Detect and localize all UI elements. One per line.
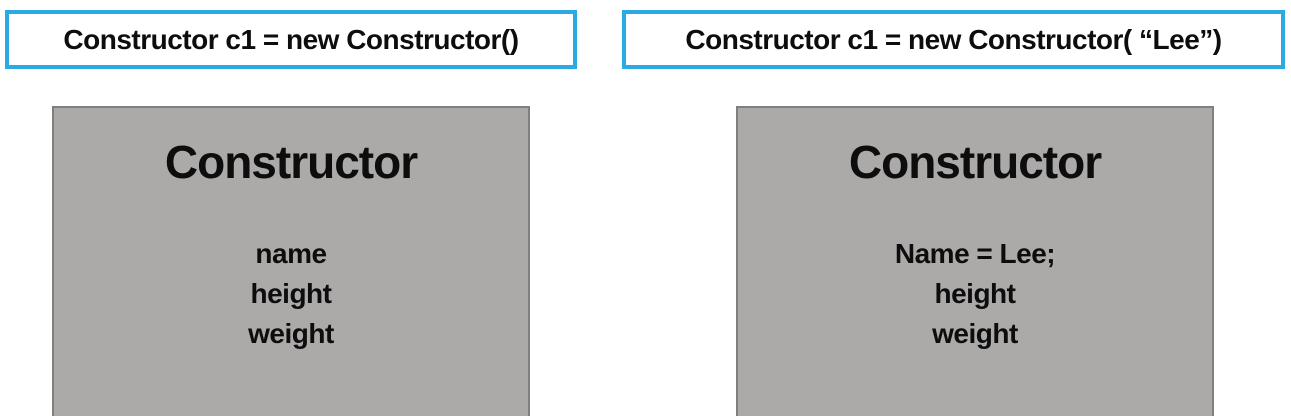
object-title-param: Constructor [848, 136, 1102, 188]
object-field-weight: weight [248, 318, 334, 349]
object-field-height: height [250, 278, 333, 309]
object-field-weight: weight [932, 318, 1018, 349]
object-field-height: height [934, 278, 1017, 309]
object-title-default: Constructor [164, 136, 418, 188]
object-box-default-constructor: Constructor name height weight [52, 106, 530, 416]
code-box-default-constructor: Constructor c1 = new Constructor() [5, 10, 577, 69]
code-text-default-constructor: Constructor c1 = new Constructor() [63, 23, 519, 55]
object-field-name-assigned: Name = Lee; [894, 238, 1056, 269]
code-text-param-constructor: Constructor c1 = new Constructor( “Lee”) [685, 23, 1222, 55]
object-field-list-param: Name = Lee; height weight [738, 234, 1212, 354]
code-box-param-constructor: Constructor c1 = new Constructor( “Lee”) [622, 10, 1285, 69]
object-field-name: name [255, 238, 327, 269]
object-field-list-default: name height weight [54, 234, 528, 354]
object-box-param-constructor: Constructor Name = Lee; height weight [736, 106, 1214, 416]
